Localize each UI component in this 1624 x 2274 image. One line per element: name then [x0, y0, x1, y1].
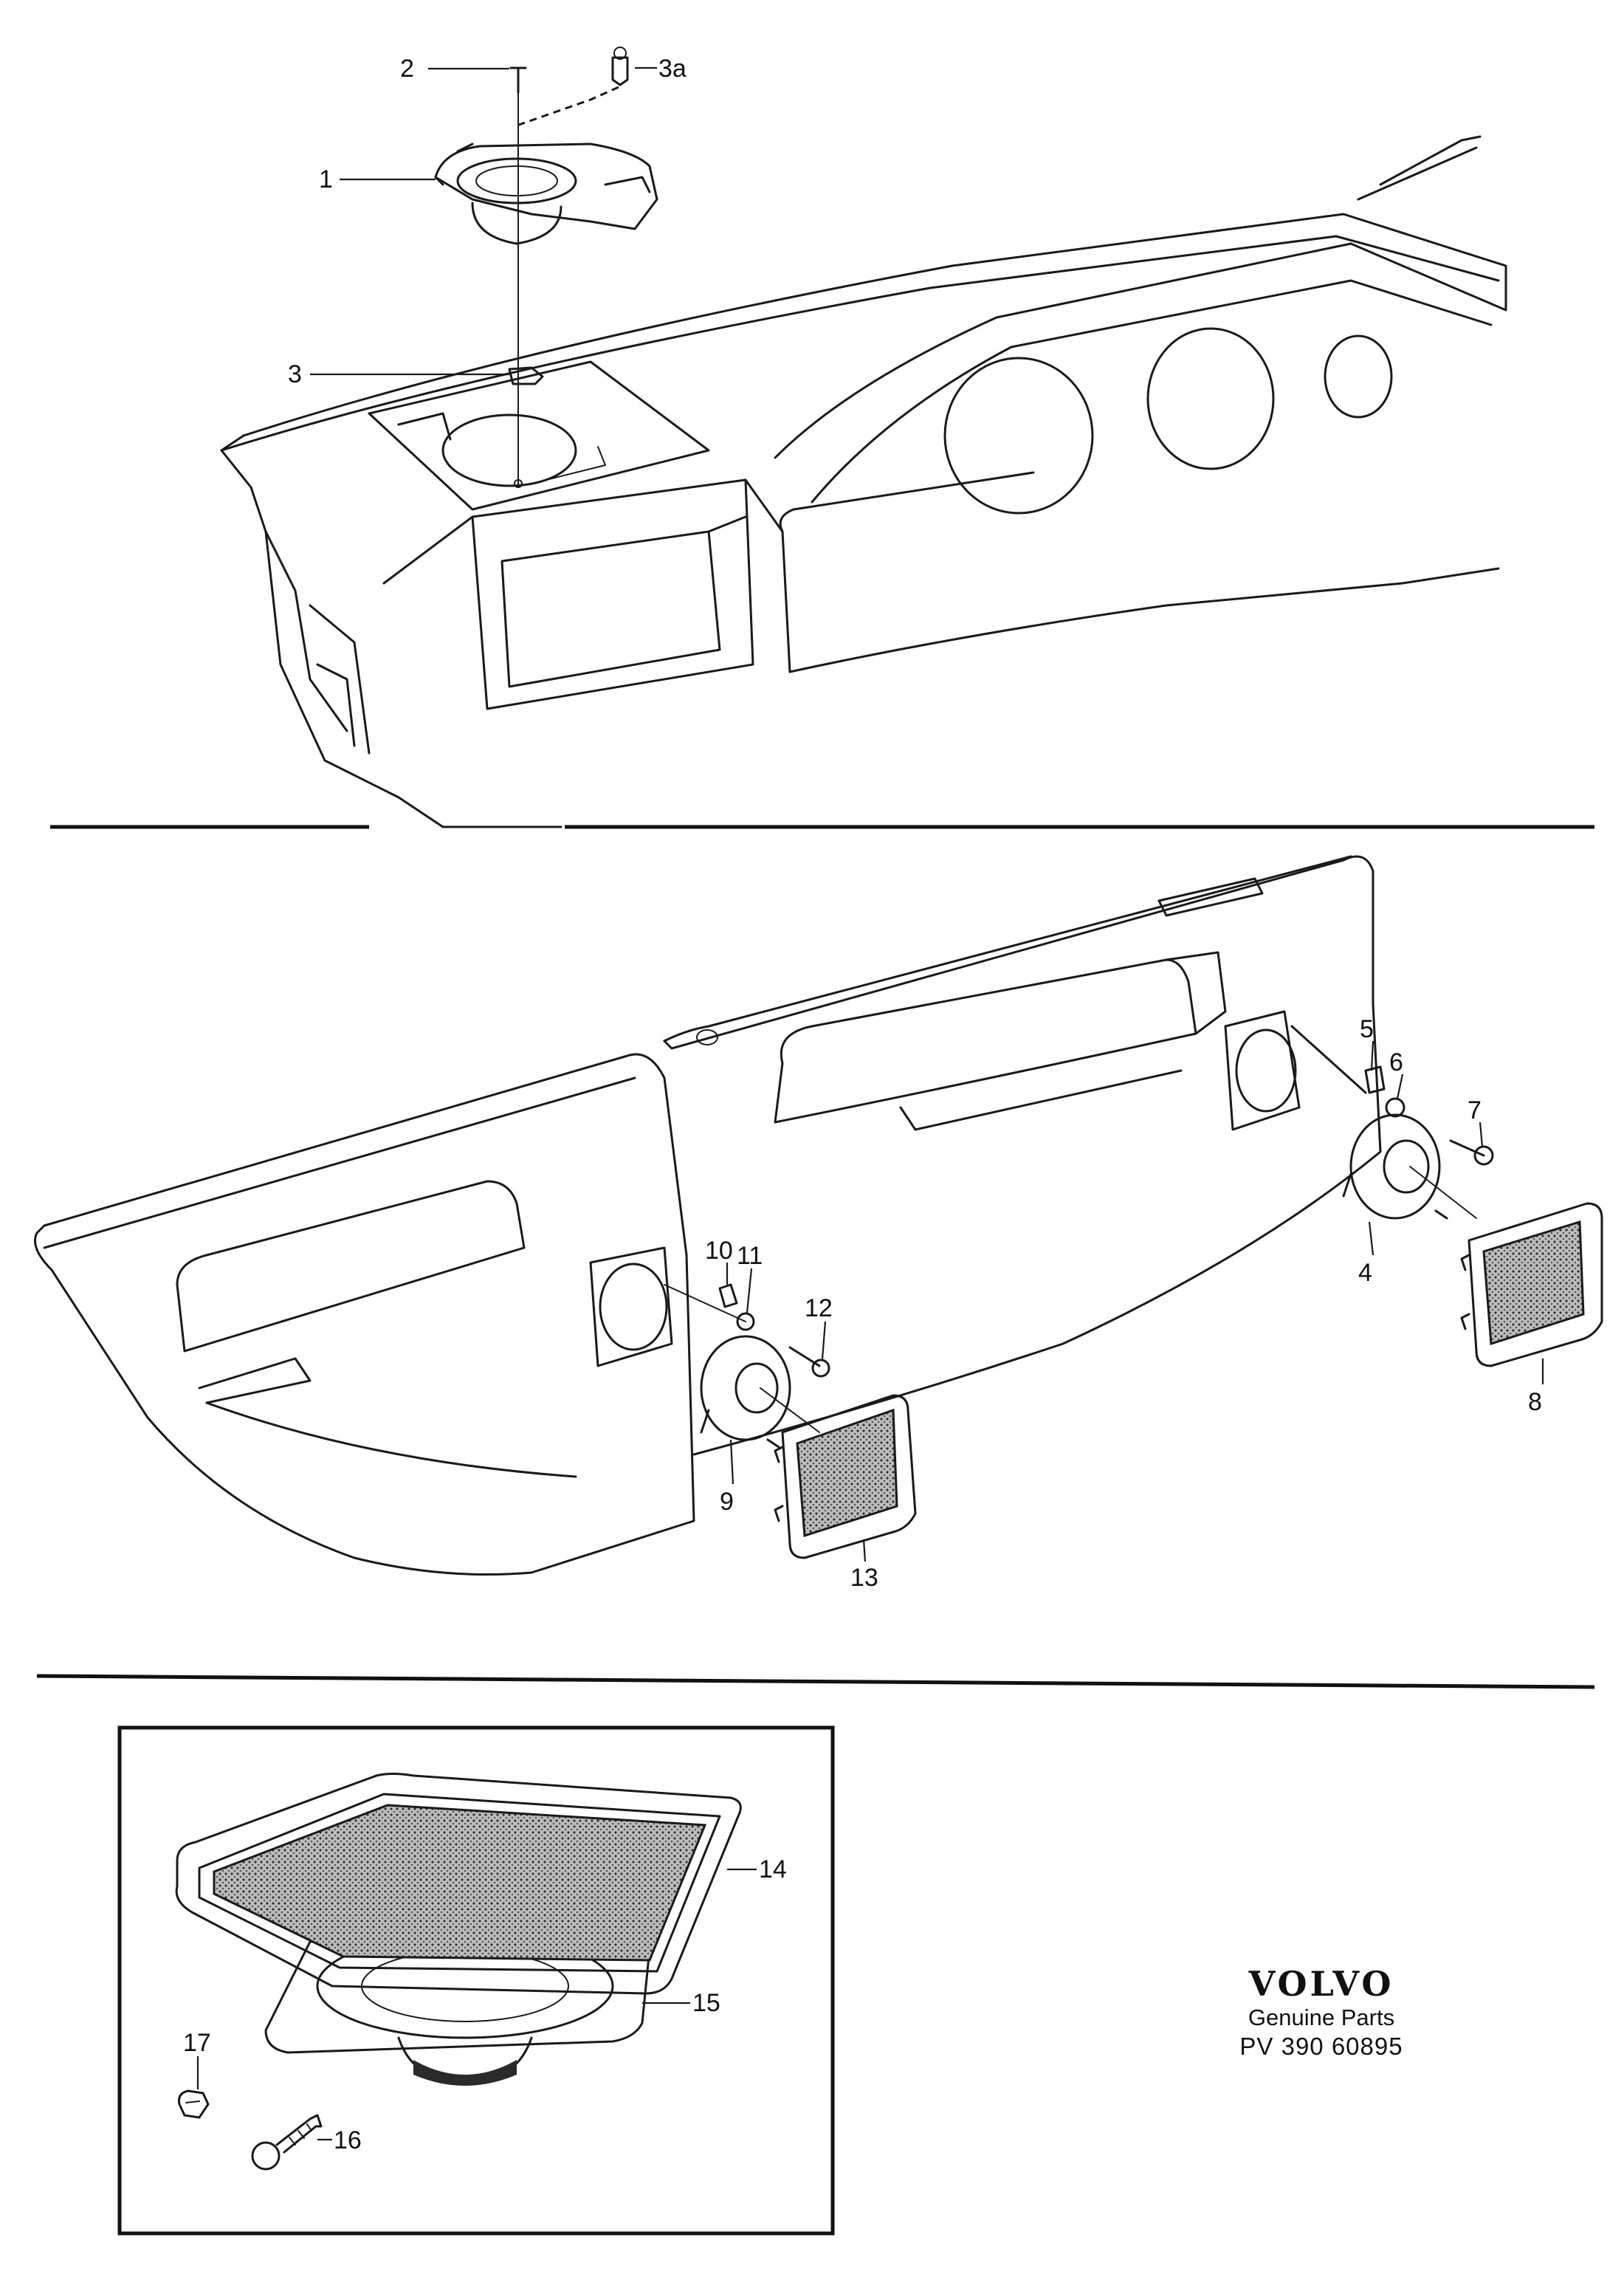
callouts-middle — [726, 1040, 1544, 1562]
callout-9: 9 — [720, 1488, 734, 1516]
door-panels — [34, 855, 1382, 1576]
callouts-bottom — [196, 1868, 757, 2141]
callout-6: 6 — [1389, 1048, 1403, 1076]
callout-16: 16 — [334, 2126, 362, 2154]
rear-speaker-assembly — [1290, 1025, 1603, 1367]
front-speaker-assembly — [664, 1283, 917, 1559]
callout-5: 5 — [1360, 1015, 1374, 1043]
part-diagram-code: PV 390 60895 — [1239, 2033, 1403, 2060]
callout-10: 10 — [705, 1237, 733, 1265]
callouts-top — [310, 66, 657, 376]
top-speaker-assembly — [434, 47, 658, 488]
detail-box — [117, 1725, 835, 2236]
callout-1: 1 — [319, 165, 333, 193]
callout-12: 12 — [805, 1294, 833, 1322]
rear-shelf-speaker-assembly — [175, 1773, 742, 2171]
brand-subtitle: Genuine Parts — [1248, 2005, 1395, 2030]
callout-15: 15 — [692, 1989, 720, 2017]
callout-17: 17 — [183, 2029, 211, 2057]
brand-block: VOLVO Genuine Parts PV 390 60895 — [1211, 1964, 1432, 2061]
callout-11: 11 — [737, 1242, 763, 1270]
callout-4: 4 — [1358, 1259, 1372, 1287]
callout-3: 3 — [288, 360, 302, 388]
callout-13: 13 — [850, 1564, 878, 1592]
volvo-logo: VOLVO — [1248, 1964, 1394, 2004]
dashboard-top-view — [220, 135, 1507, 828]
callout-14: 14 — [759, 1855, 787, 1883]
callout-8: 8 — [1528, 1388, 1542, 1416]
callout-2: 2 — [400, 55, 414, 83]
callout-3a: 3a — [658, 55, 687, 83]
callout-7: 7 — [1468, 1096, 1482, 1124]
section-divider-bottom — [36, 1674, 1595, 1689]
